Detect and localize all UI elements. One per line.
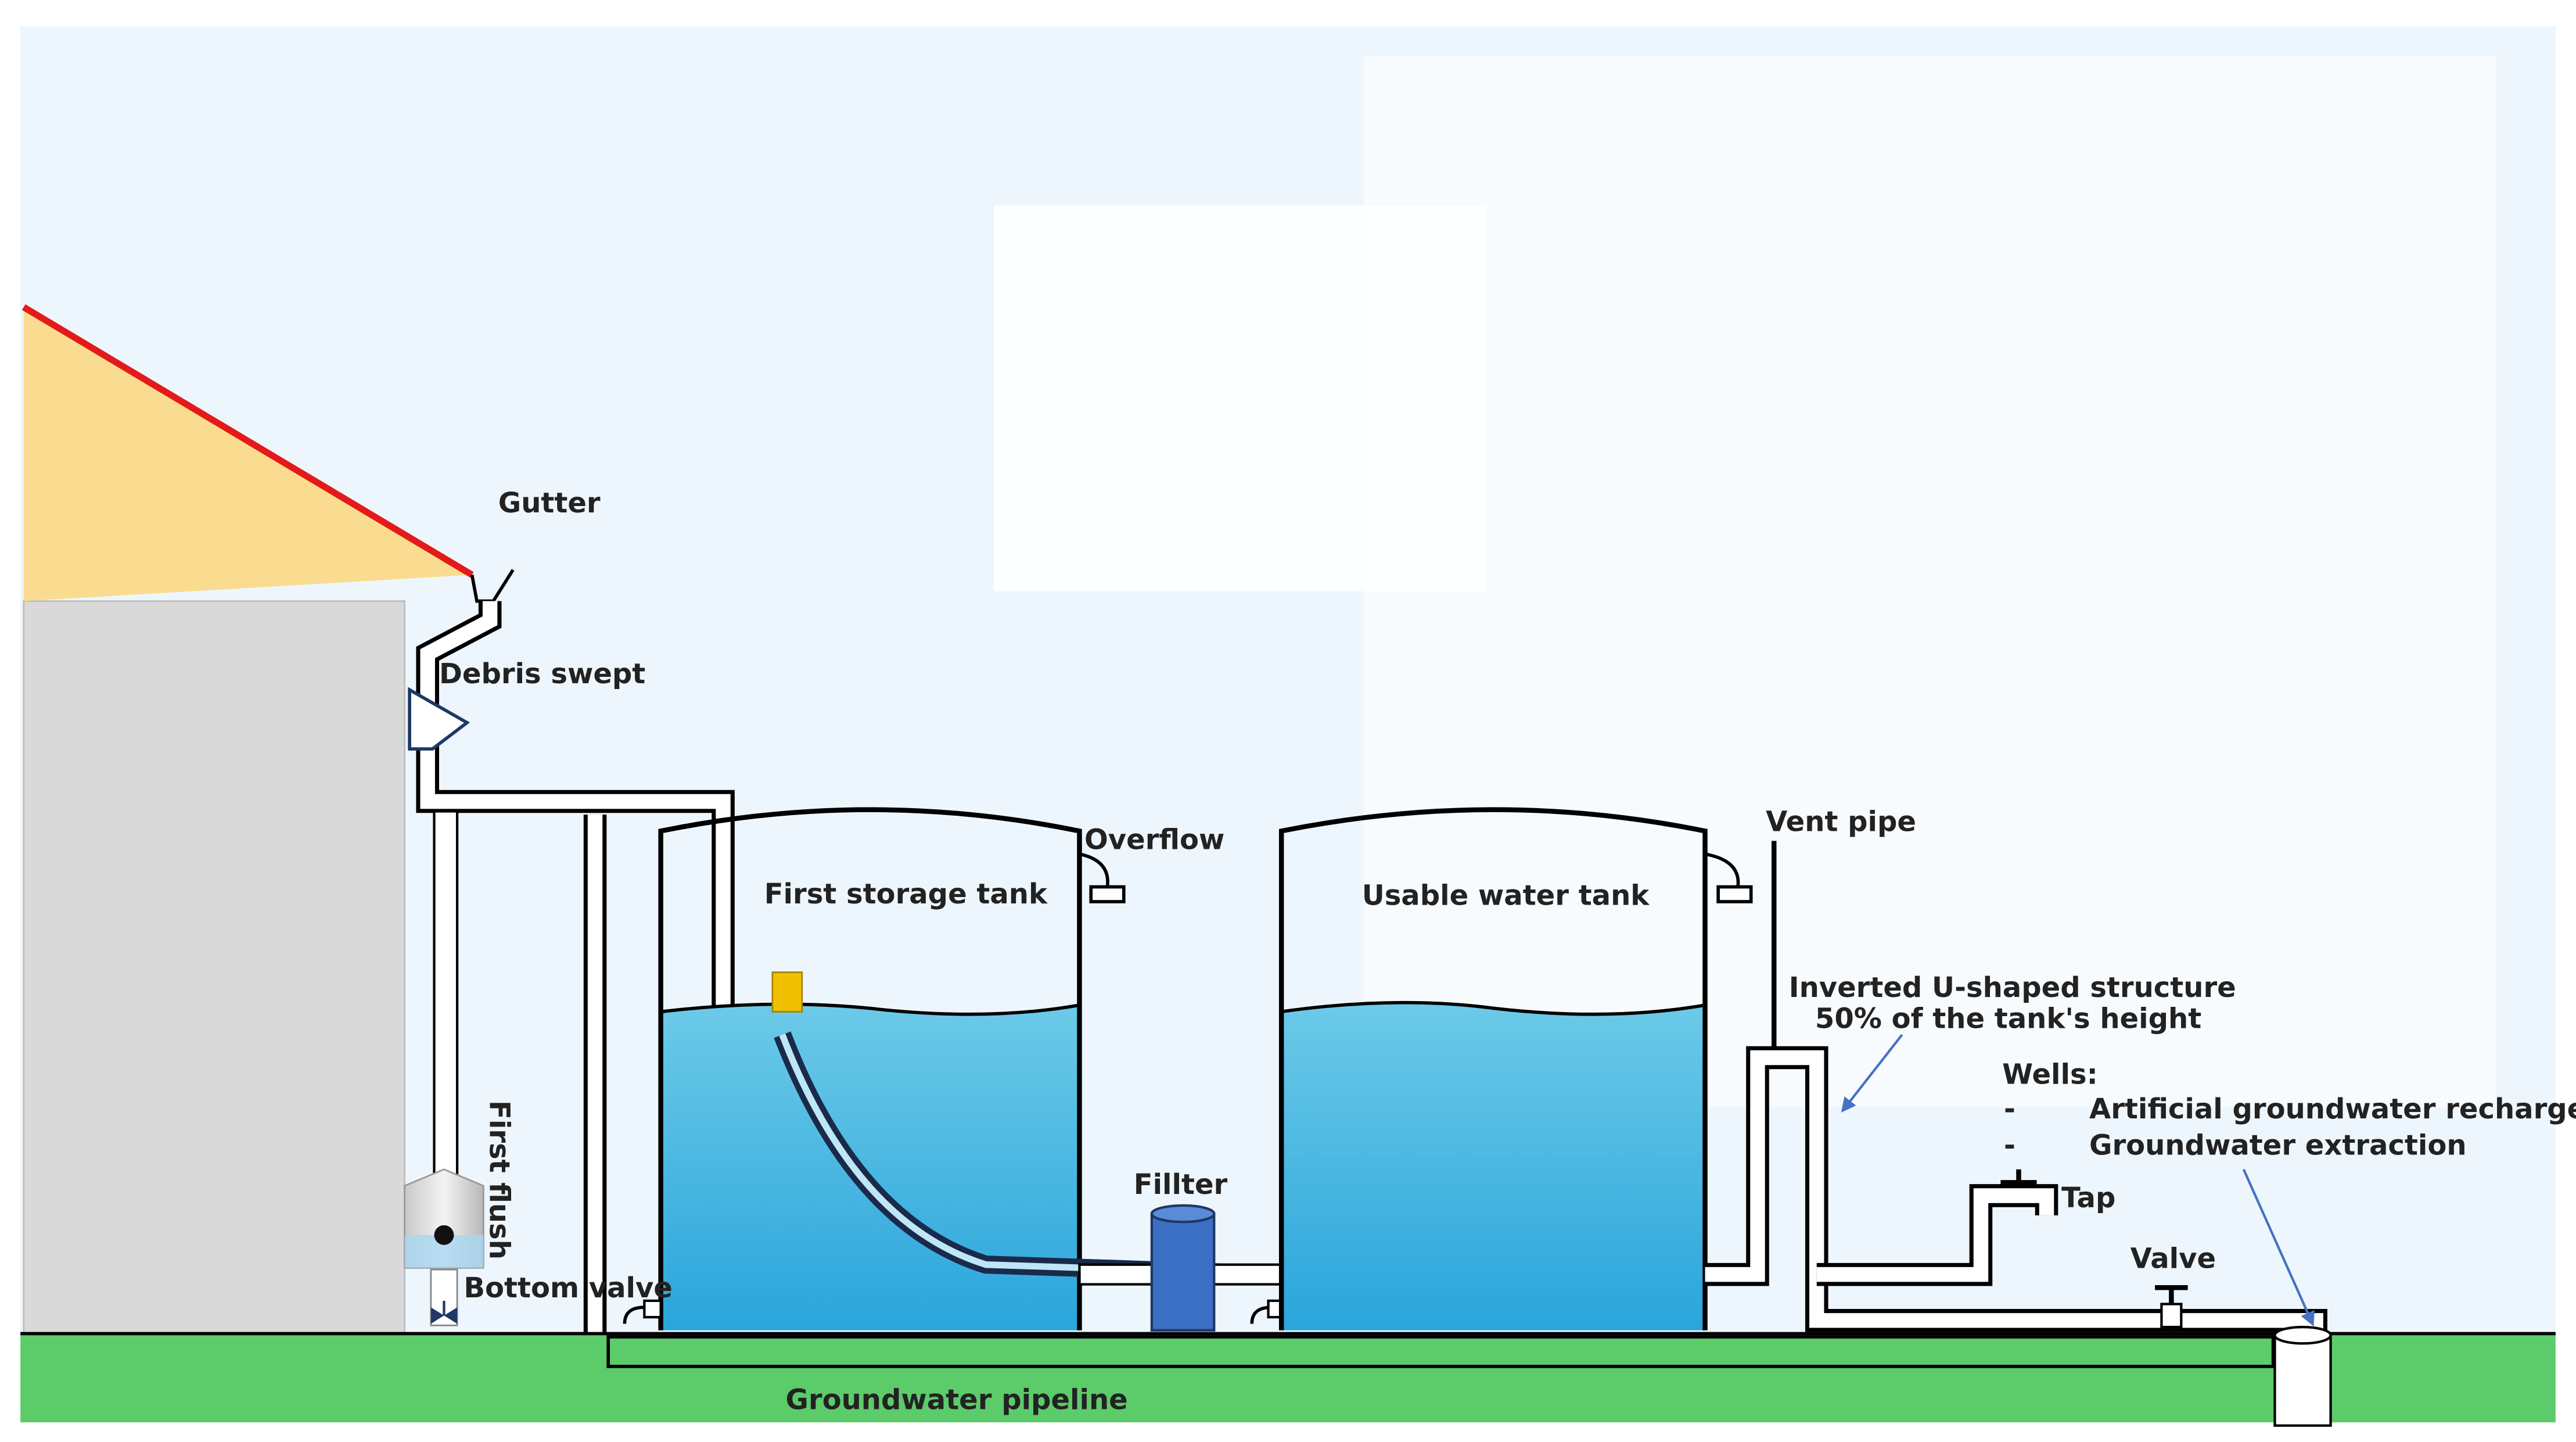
suction-hose-inner bbox=[779, 1033, 1282, 1278]
first-storage-tank bbox=[658, 807, 1082, 1330]
gutter-label: Gutter bbox=[498, 487, 601, 519]
overflow-fitting-2 bbox=[1705, 852, 1753, 903]
sky-highlight bbox=[1363, 56, 2497, 1107]
tap-icon bbox=[2000, 1169, 2037, 1186]
groundwater-pipeline bbox=[606, 1335, 2275, 1368]
bottom-valve-label: Bottom valve bbox=[464, 1272, 672, 1304]
filter-cylinder bbox=[1150, 1204, 1216, 1332]
usable-water-tank-label: Usable water tank bbox=[1362, 880, 1650, 912]
first-flush-label: First flush bbox=[483, 1100, 516, 1260]
house-wall bbox=[23, 600, 406, 1335]
wells-title: Wells: bbox=[2002, 1059, 2098, 1091]
inverted-u-arrow bbox=[1841, 1034, 1903, 1113]
groundwater-pipeline-label: Groundwater pipeline bbox=[785, 1383, 1127, 1416]
well-shaft bbox=[2273, 1325, 2332, 1427]
tap-label: Tap bbox=[2061, 1182, 2115, 1214]
usable-water-tank bbox=[1278, 807, 1708, 1330]
inverted-u-label-line1: Inverted U-shaped structure bbox=[1789, 971, 2236, 1004]
float-icon bbox=[771, 971, 803, 1013]
tap-pipe-inner bbox=[1816, 1188, 2054, 1282]
wells-bullet: - bbox=[2004, 1093, 2015, 1125]
fillter-label: Fillter bbox=[1134, 1168, 1228, 1201]
first-flush-chamber bbox=[404, 1168, 484, 1326]
valve-label: Valve bbox=[2131, 1242, 2216, 1275]
overflow-fitting-1 bbox=[1079, 852, 1126, 903]
bottom-valve-icon bbox=[430, 1300, 458, 1324]
first-storage-tank-label: First storage tank bbox=[764, 878, 1048, 910]
wells-item-recharge: Artificial groundwater recharge bbox=[2089, 1093, 2576, 1125]
roof-edge bbox=[21, 304, 474, 578]
drain-tap-icon bbox=[623, 1299, 662, 1324]
roof bbox=[23, 307, 472, 601]
inverted-u-pipe-inner bbox=[1705, 1050, 2323, 1334]
wells-item-extraction: Groundwater extraction bbox=[2089, 1129, 2467, 1161]
vent-pipe-label: Vent pipe bbox=[1766, 805, 1916, 838]
valve-icon bbox=[2155, 1285, 2188, 1329]
first-flush-pipe bbox=[433, 810, 459, 1178]
wells-arrow bbox=[2242, 1168, 2315, 1327]
overflow-label: Overflow bbox=[1084, 823, 1224, 856]
debris-swept-device bbox=[408, 687, 470, 751]
wells-bullet: - bbox=[2004, 1129, 2015, 1161]
debris-swept-label: Debris swept bbox=[439, 658, 645, 690]
inverted-u-label-line2: 50% of the tank's height bbox=[1815, 1003, 2201, 1035]
